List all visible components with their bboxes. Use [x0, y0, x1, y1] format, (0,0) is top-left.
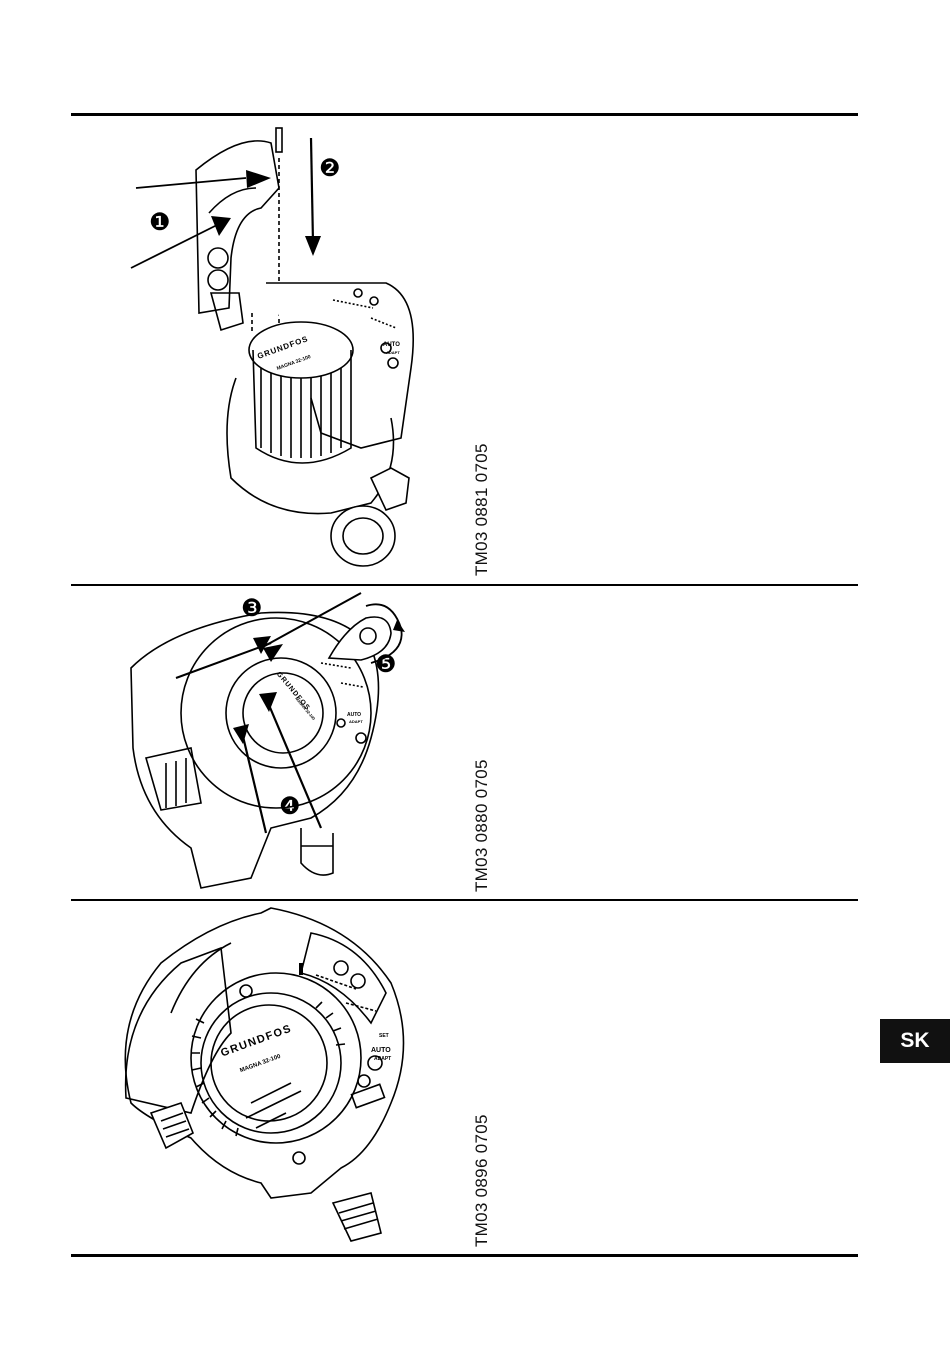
divider-rule-2 [71, 899, 858, 901]
figure-3: GRUNDFOS MAGNA 32-100 SET AUTO ADAPT [71, 903, 471, 1251]
top-rule [71, 113, 858, 116]
callout-3: ❸ [241, 594, 263, 623]
panel-label-auto: AUTO [383, 342, 400, 348]
callout-2: ❷ [319, 154, 341, 183]
language-tab: SK [880, 1019, 950, 1063]
panel-label-adapt: ADAPT [349, 719, 363, 724]
panel-label-auto: AUTO [347, 712, 361, 718]
panel-label-adapt: ADAPT [374, 1056, 391, 1062]
panel-label-adapt: ADAPT [386, 350, 400, 355]
bottom-rule [71, 1254, 858, 1257]
callout-5: ❺ [375, 650, 397, 679]
figure-1: ❶ ❷ GRUNDFOS MAGNA 32-100 AUTO ADAPT [71, 118, 471, 580]
figure-code-2: TM03 0880 0705 [472, 759, 492, 892]
figure-code-3: TM03 0896 0705 [472, 1114, 492, 1247]
figure-code-1: TM03 0881 0705 [472, 443, 492, 576]
figure-2: ❸ ❹ ❺ GRUNDFOS MAGNA 32-100 AUTO ADAPT [71, 588, 471, 895]
pump-illustration-2 [71, 588, 471, 895]
pump-illustration-3 [71, 903, 471, 1251]
callout-1: ❶ [149, 208, 171, 237]
panel-label-auto: AUTO [371, 1047, 391, 1054]
divider-rule-1 [71, 584, 858, 586]
panel-label-set: SET [379, 1033, 389, 1039]
callout-4: ❹ [279, 792, 301, 821]
